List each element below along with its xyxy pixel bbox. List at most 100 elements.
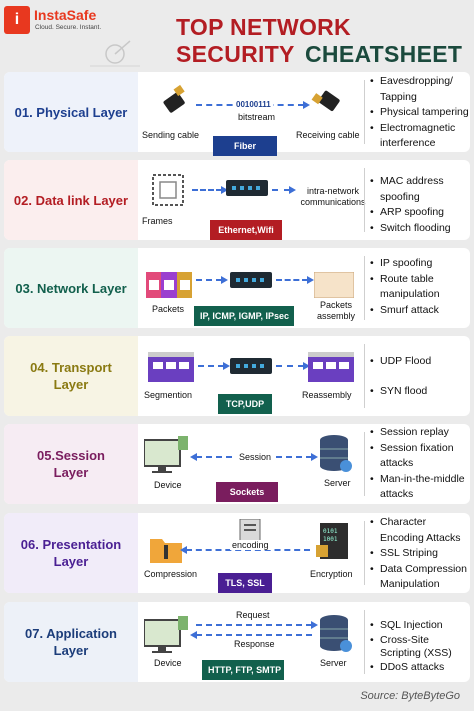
packets-arrow (196, 276, 228, 284)
attack-item: Cross-Site Scripting (XSS) (370, 634, 470, 660)
attack-item: Route table manipulation (370, 272, 470, 303)
request-arrow (196, 621, 318, 629)
server-icon (320, 435, 352, 472)
protocol-badge-session: Sockets (216, 482, 278, 502)
instasafe-logo: i InstaSafe Cloud. Secure. Instant. (4, 6, 114, 36)
attack-item: ARP spoofing (370, 205, 470, 221)
device-label: Device (154, 480, 182, 490)
attack-item: Physical tampering (370, 105, 470, 121)
page-title-line2: CHEATSHEET (305, 41, 463, 67)
frame-arrow (192, 186, 228, 194)
attack-item: UDP Flood (370, 354, 470, 370)
segmentation-window-icon (148, 352, 194, 382)
intra-network-label: intra-network communications (300, 186, 366, 207)
compression-folder-icon (150, 539, 182, 563)
divider (364, 610, 365, 674)
encoding-doc-icon (239, 519, 261, 541)
layer-row-session: 05.Session Layer Session Device Server S… (4, 424, 470, 504)
divider (364, 256, 365, 320)
ethernet-cable-icon (163, 84, 185, 113)
app-device-label: Device (154, 658, 182, 668)
transport-device-icon (230, 358, 272, 374)
encoding-arrow (180, 546, 310, 554)
layer-name-physical: 01. Physical Layer (4, 72, 138, 152)
attack-list-network: IP spoofing Route table manipulation Smu… (370, 256, 470, 318)
sending-cable-label: Sending cable (142, 130, 200, 140)
attack-item: Data Compression Manipulation (370, 562, 470, 593)
layer-row-application: 07. Application Layer Request Response D… (4, 602, 470, 682)
attack-item: Electromagnetic interference (370, 121, 470, 152)
attack-list-presentation: Character Encoding Attacks SSL Striping … (370, 515, 470, 593)
application-device-icon (144, 616, 188, 653)
reassembly-arrow (276, 362, 310, 370)
layer-name-session: 05.Session Layer (4, 424, 138, 504)
divider (364, 80, 365, 144)
packet-assembly-icon (314, 272, 354, 298)
packets-assembly-label: Packets assembly (316, 300, 355, 321)
protocol-badge-physical: Fiber (213, 136, 277, 156)
app-server-label: Server (320, 658, 347, 668)
switch-icon (226, 180, 268, 196)
response-arrow (190, 631, 312, 639)
layer-name-transport: 04. Transport Layer (4, 336, 138, 416)
attack-list-application: SQL Injection Cross-Site Scripting (XSS)… (370, 618, 470, 675)
protocol-badge-presentation: TLS, SSL (218, 573, 272, 593)
bitstream-label: bitstream (238, 112, 276, 122)
attack-item: Smurf attack (370, 303, 470, 319)
layer-row-network: 03. Network Layer Packets Packets assemb… (4, 248, 470, 328)
attack-item: Session fixation attacks (370, 441, 470, 472)
divider (364, 168, 365, 232)
layer-name-presentation: 06. Presentation Layer (4, 513, 138, 593)
layer-row-physical: 01. Physical Layer 00100111 bitstream Se… (4, 72, 470, 156)
attack-item: DDoS attacks (370, 660, 470, 676)
protocol-badge-application: HTTP, FTP, SMTP (202, 660, 284, 680)
session-label: Session (236, 452, 275, 462)
attack-item: SYN flood (370, 384, 470, 400)
router-icon (230, 272, 272, 288)
compression-label: Compression (144, 569, 198, 579)
frame-icon (152, 174, 184, 206)
segmentation-label: Segmention (144, 390, 193, 400)
encryption-lock-icon: 0101 1001 (316, 523, 348, 559)
packets-label: Packets (152, 304, 185, 314)
bit-value: 00100111 (234, 100, 273, 109)
attack-item: MAC address spoofing (370, 174, 470, 205)
logo-text: InstaSafe (34, 7, 97, 23)
svg-text:0101: 0101 (323, 528, 338, 535)
request-label: Request (236, 610, 270, 620)
protocol-badge-transport: TCP,UDP (218, 394, 272, 414)
receiving-cable-label: Receiving cable (296, 130, 360, 140)
layer-name-datalink: 02. Data link Layer (4, 160, 138, 240)
attack-item: Session replay (370, 425, 470, 441)
logo-tagline: Cloud. Secure. Instant. (35, 24, 102, 31)
encryption-label: Encryption (310, 569, 353, 579)
response-label: Response (234, 639, 275, 649)
attack-item: Character Encoding Attacks (370, 515, 470, 546)
attack-item: IP spoofing (370, 256, 470, 272)
attack-list-physical: Eavesdropping/ Tapping Physical tamperin… (370, 74, 470, 152)
divider (364, 344, 365, 408)
layer-row-presentation: 06. Presentation Layer encoding 0101 100… (4, 513, 470, 593)
layer-row-datalink: 02. Data link Layer intra-network commun… (4, 160, 470, 240)
source-credit: Source: ByteByteGo (360, 690, 460, 702)
encoding-label: encoding (230, 540, 271, 550)
attack-list-session: Session replay Session fixation attacks … (370, 425, 470, 503)
attack-item: SQL Injection (370, 618, 470, 634)
packets-icon (146, 272, 192, 298)
divider (364, 521, 365, 585)
attack-item: SSL Striping (370, 546, 470, 562)
reassembly-window-icon (308, 352, 354, 382)
attack-item: Eavesdropping/ Tapping (370, 74, 470, 105)
segment-arrow (198, 362, 230, 370)
svg-text:1001: 1001 (323, 536, 338, 543)
protocol-badge-datalink: Ethernet,Wifi (210, 220, 282, 240)
server-label: Server (324, 478, 351, 488)
layer-name-application: 07. Application Layer (4, 602, 138, 682)
intra-network-arrow (272, 186, 296, 194)
page-title-line1: TOP NETWORK SECURITY (176, 14, 351, 67)
application-server-icon (320, 615, 352, 652)
assembly-arrow (276, 276, 314, 284)
layer-name-network: 03. Network Layer (4, 248, 138, 328)
layer-row-transport: 04. Transport Layer Segmention Reassembl… (4, 336, 470, 416)
logo-badge-icon: i (4, 6, 30, 34)
